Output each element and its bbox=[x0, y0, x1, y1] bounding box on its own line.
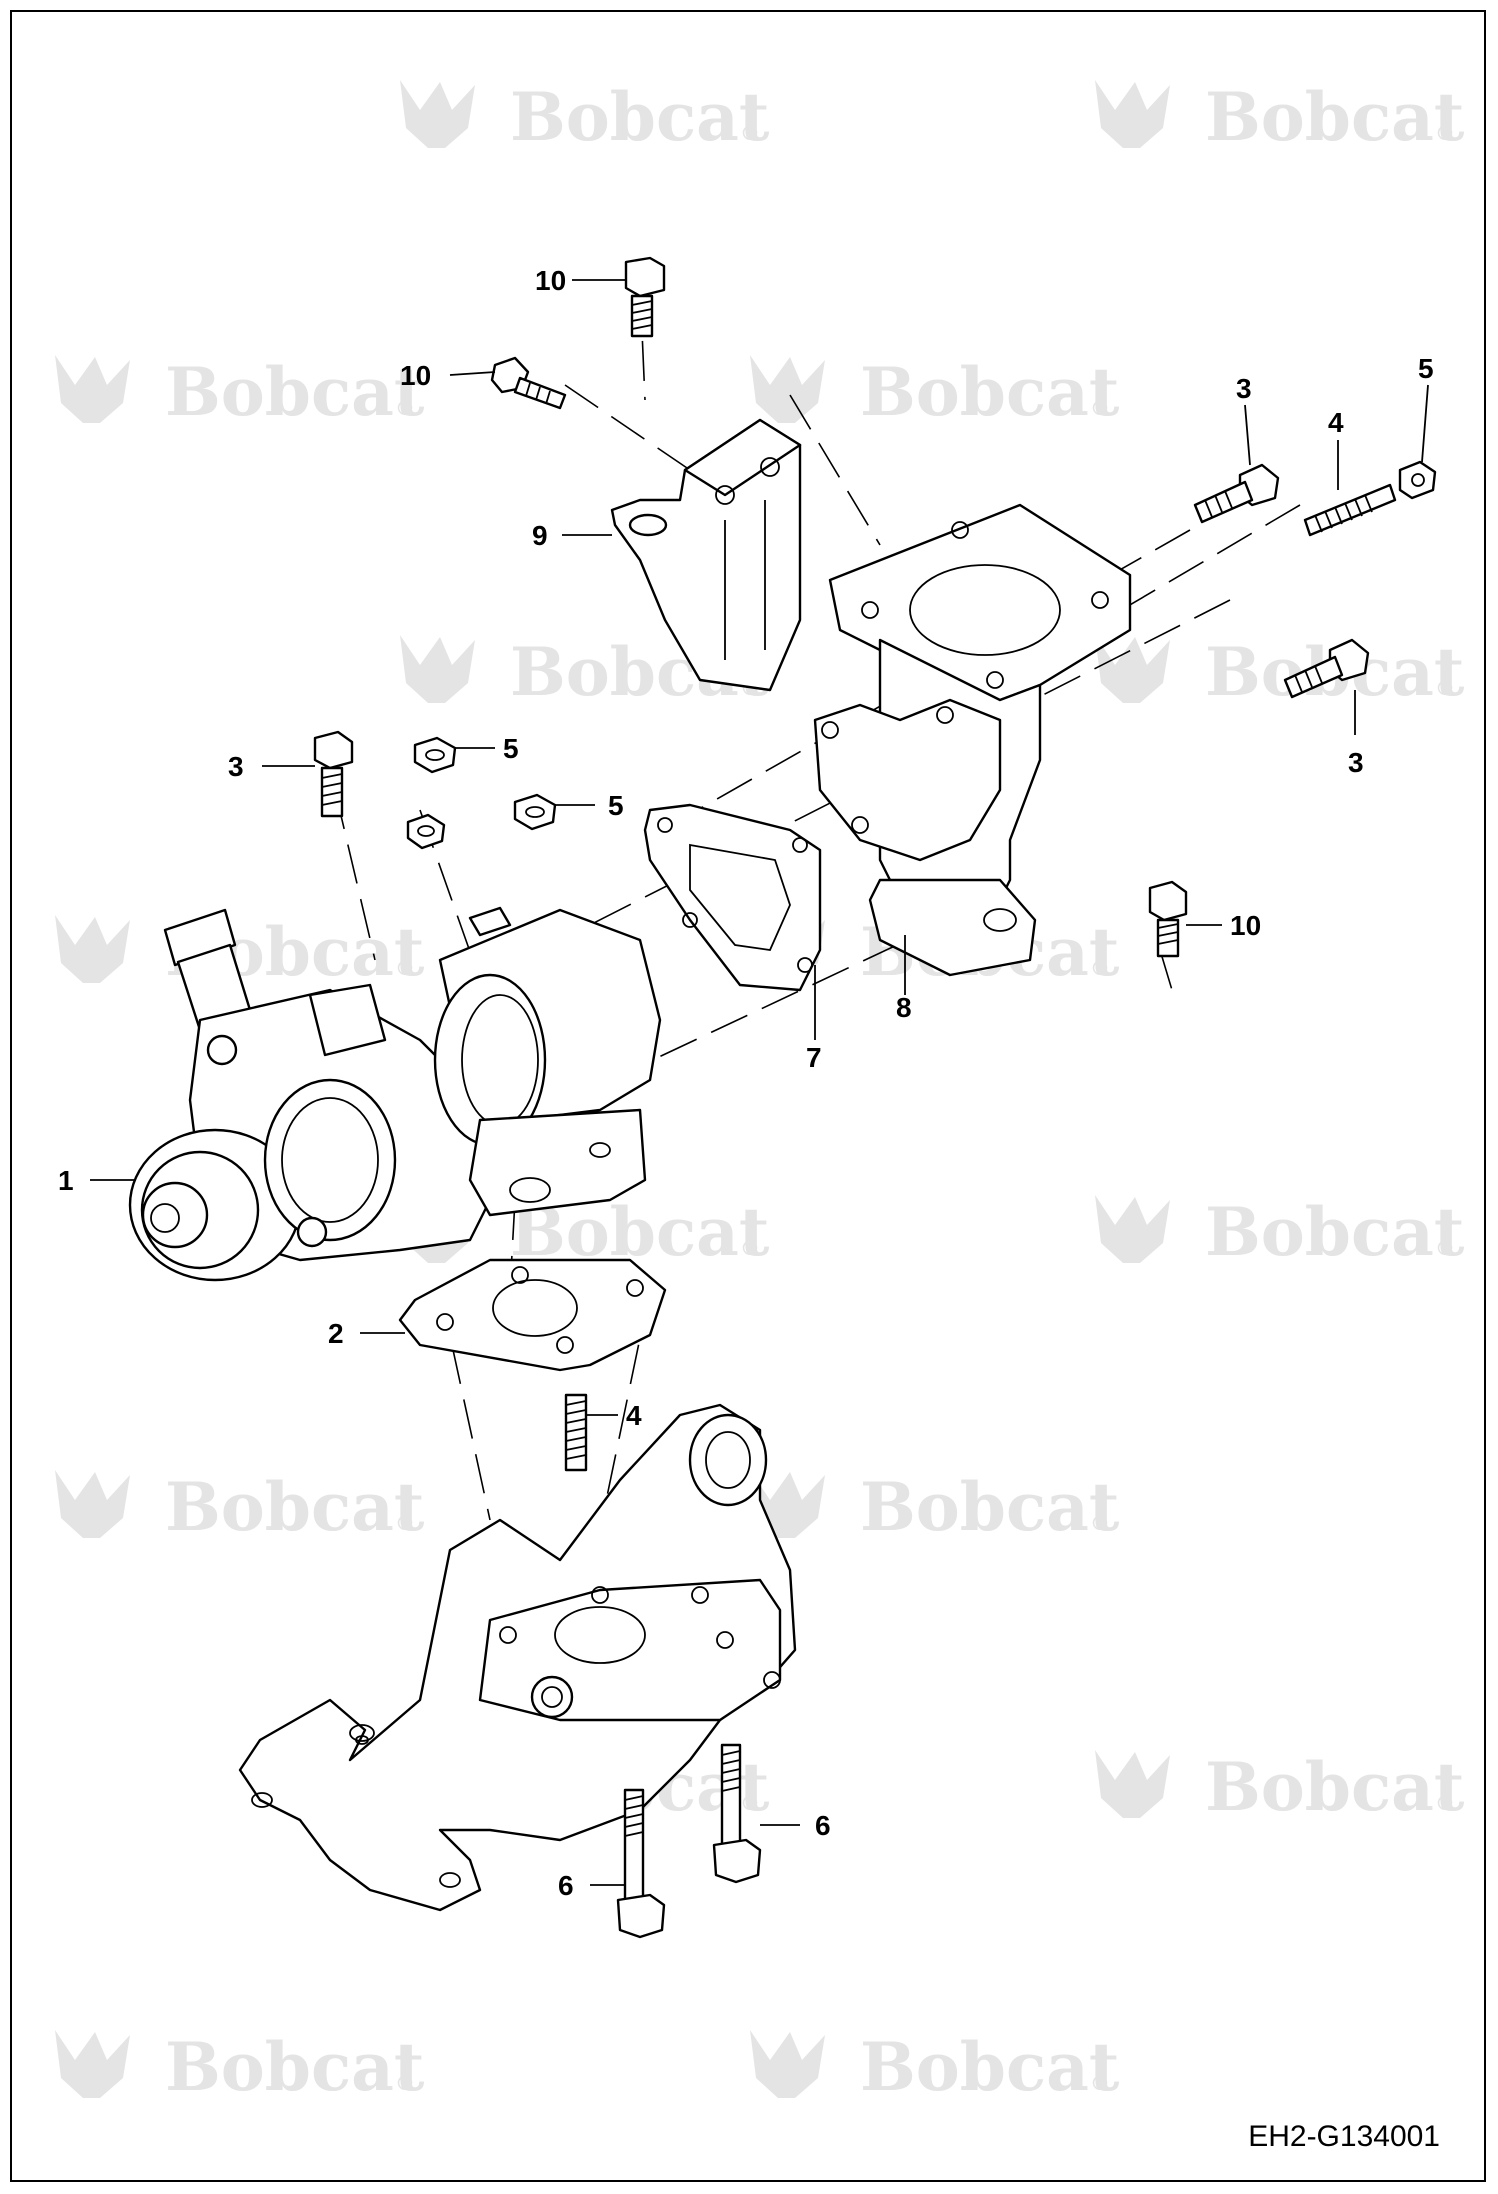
watermark-registered-mark: ® bbox=[740, 1236, 760, 1260]
callout-3-upper-right: 3 bbox=[1236, 373, 1252, 404]
turbocharger-1 bbox=[128, 906, 662, 1282]
bolt-3-upper-right bbox=[1193, 463, 1280, 524]
callout-6-left: 6 bbox=[558, 1870, 574, 1901]
watermark-registered-mark: ® bbox=[740, 121, 760, 145]
bobcat-watermark: Bobcat® bbox=[1095, 78, 1465, 156]
bobcat-logo-icon bbox=[55, 1470, 130, 1538]
callout-10-right: 10 bbox=[1230, 910, 1261, 941]
watermark-registered-mark: ® bbox=[395, 1511, 415, 1535]
callout-8: 8 bbox=[896, 992, 912, 1023]
bobcat-watermark: Bobcat® bbox=[400, 78, 770, 156]
bobcat-watermark: Bobcat® bbox=[1095, 633, 1465, 711]
bolt-3-right bbox=[1283, 638, 1370, 699]
bobcat-logo-icon bbox=[1095, 80, 1170, 148]
bobcat-watermark: Bobcat® bbox=[55, 353, 425, 431]
stud-4-upper-right bbox=[1303, 483, 1397, 537]
bobcat-logo-icon bbox=[750, 355, 825, 423]
gasket-7 bbox=[643, 803, 822, 992]
bracket-9 bbox=[610, 418, 802, 692]
watermark-registered-mark: ® bbox=[1090, 396, 1110, 420]
callout-1: 1 bbox=[58, 1165, 74, 1196]
watermark-registered-mark: ® bbox=[395, 396, 415, 420]
bobcat-logo-icon bbox=[400, 80, 475, 148]
callout-7: 7 bbox=[806, 1042, 822, 1073]
exhaust-elbow-8 bbox=[813, 503, 1132, 977]
callout-9: 9 bbox=[532, 520, 548, 551]
callout-4-upper-right: 4 bbox=[1328, 407, 1344, 438]
nut-5-left-b bbox=[513, 793, 557, 831]
watermark-text: Bobcat bbox=[1205, 78, 1465, 156]
watermark-registered-mark: ® bbox=[1435, 1791, 1455, 1815]
bobcat-logo-icon bbox=[1095, 635, 1170, 703]
callout-leaders bbox=[90, 279, 1429, 1886]
watermark-registered-mark: ® bbox=[1435, 121, 1455, 145]
watermark-text: Bobcat bbox=[1205, 1193, 1465, 1271]
bobcat-logo-icon bbox=[55, 915, 130, 983]
watermark-text: Bobcat bbox=[860, 1468, 1120, 1546]
watermark-registered-mark: ® bbox=[1435, 676, 1455, 700]
callout-10-left: 10 bbox=[400, 360, 431, 391]
bobcat-watermark: Bobcat® bbox=[55, 2028, 425, 2106]
figure-reference: EH2-G134001 bbox=[1248, 2120, 1440, 2153]
nut-5-left-c bbox=[406, 813, 446, 850]
bolt-10-right bbox=[1148, 880, 1188, 958]
callout-5-left-b: 5 bbox=[608, 790, 624, 821]
watermark-registered-mark: ® bbox=[1090, 1511, 1110, 1535]
nut-5-upper-right bbox=[1398, 460, 1437, 500]
watermark-registered-mark: ® bbox=[1435, 1236, 1455, 1260]
watermark-registered-mark: ® bbox=[395, 2071, 415, 2095]
watermark-text: Bobcat bbox=[165, 2028, 425, 2106]
bolt-10-top bbox=[624, 256, 666, 338]
bobcat-logo-icon bbox=[750, 2030, 825, 2098]
bobcat-watermark: Bobcat® bbox=[1095, 1193, 1465, 1271]
bolt-10-left bbox=[490, 356, 567, 410]
callout-labels: 10 10 3 4 5 9 3 3 5 5 10 8 7 1 2 4 6 6 bbox=[58, 265, 1434, 1901]
callout-10-top: 10 bbox=[535, 265, 566, 296]
watermark-registered-mark: ® bbox=[395, 956, 415, 980]
bolt-3-left bbox=[313, 730, 354, 818]
bobcat-logo-icon bbox=[55, 355, 130, 423]
bobcat-logo-icon bbox=[400, 635, 475, 703]
watermark-text: Bobcat bbox=[860, 353, 1120, 431]
bobcat-watermark: Bobcat® bbox=[55, 1468, 425, 1546]
watermark-text: Bobcat bbox=[510, 78, 770, 156]
bobcat-watermark: Bobcat® bbox=[750, 1468, 1120, 1546]
gasket-2 bbox=[398, 1258, 667, 1372]
bolt-6-left bbox=[616, 1788, 666, 1939]
callout-5-left-a: 5 bbox=[503, 733, 519, 764]
nut-5-left-a bbox=[413, 736, 457, 774]
bolt-6-right bbox=[712, 1743, 762, 1884]
watermark-text: Bobcat bbox=[165, 353, 425, 431]
bobcat-watermark: Bobcat® bbox=[750, 353, 1120, 431]
callout-5-upper-right: 5 bbox=[1418, 353, 1434, 384]
watermark-registered-mark: ® bbox=[1090, 2071, 1110, 2095]
callout-4-lower: 4 bbox=[626, 1400, 642, 1431]
watermark-text: Bobcat bbox=[165, 1468, 425, 1546]
bobcat-logo-icon bbox=[1095, 1750, 1170, 1818]
bobcat-logo-icon bbox=[55, 2030, 130, 2098]
bobcat-logo-icon bbox=[1095, 1195, 1170, 1263]
bobcat-watermark: Bobcat® bbox=[1095, 1748, 1465, 1826]
stud-4-lower bbox=[564, 1393, 588, 1472]
callout-6-right: 6 bbox=[815, 1810, 831, 1841]
callout-2: 2 bbox=[328, 1318, 344, 1349]
bobcat-watermark: Bobcat® bbox=[750, 2028, 1120, 2106]
watermark-text: Bobcat bbox=[860, 2028, 1120, 2106]
exhaust-manifold bbox=[238, 1403, 797, 1912]
callout-3-right: 3 bbox=[1348, 747, 1364, 778]
callout-3-left: 3 bbox=[228, 751, 244, 782]
watermark-text: Bobcat bbox=[1205, 1748, 1465, 1826]
watermark-registered-mark: ® bbox=[1090, 956, 1110, 980]
watermark-registered-mark: ® bbox=[740, 1791, 760, 1815]
